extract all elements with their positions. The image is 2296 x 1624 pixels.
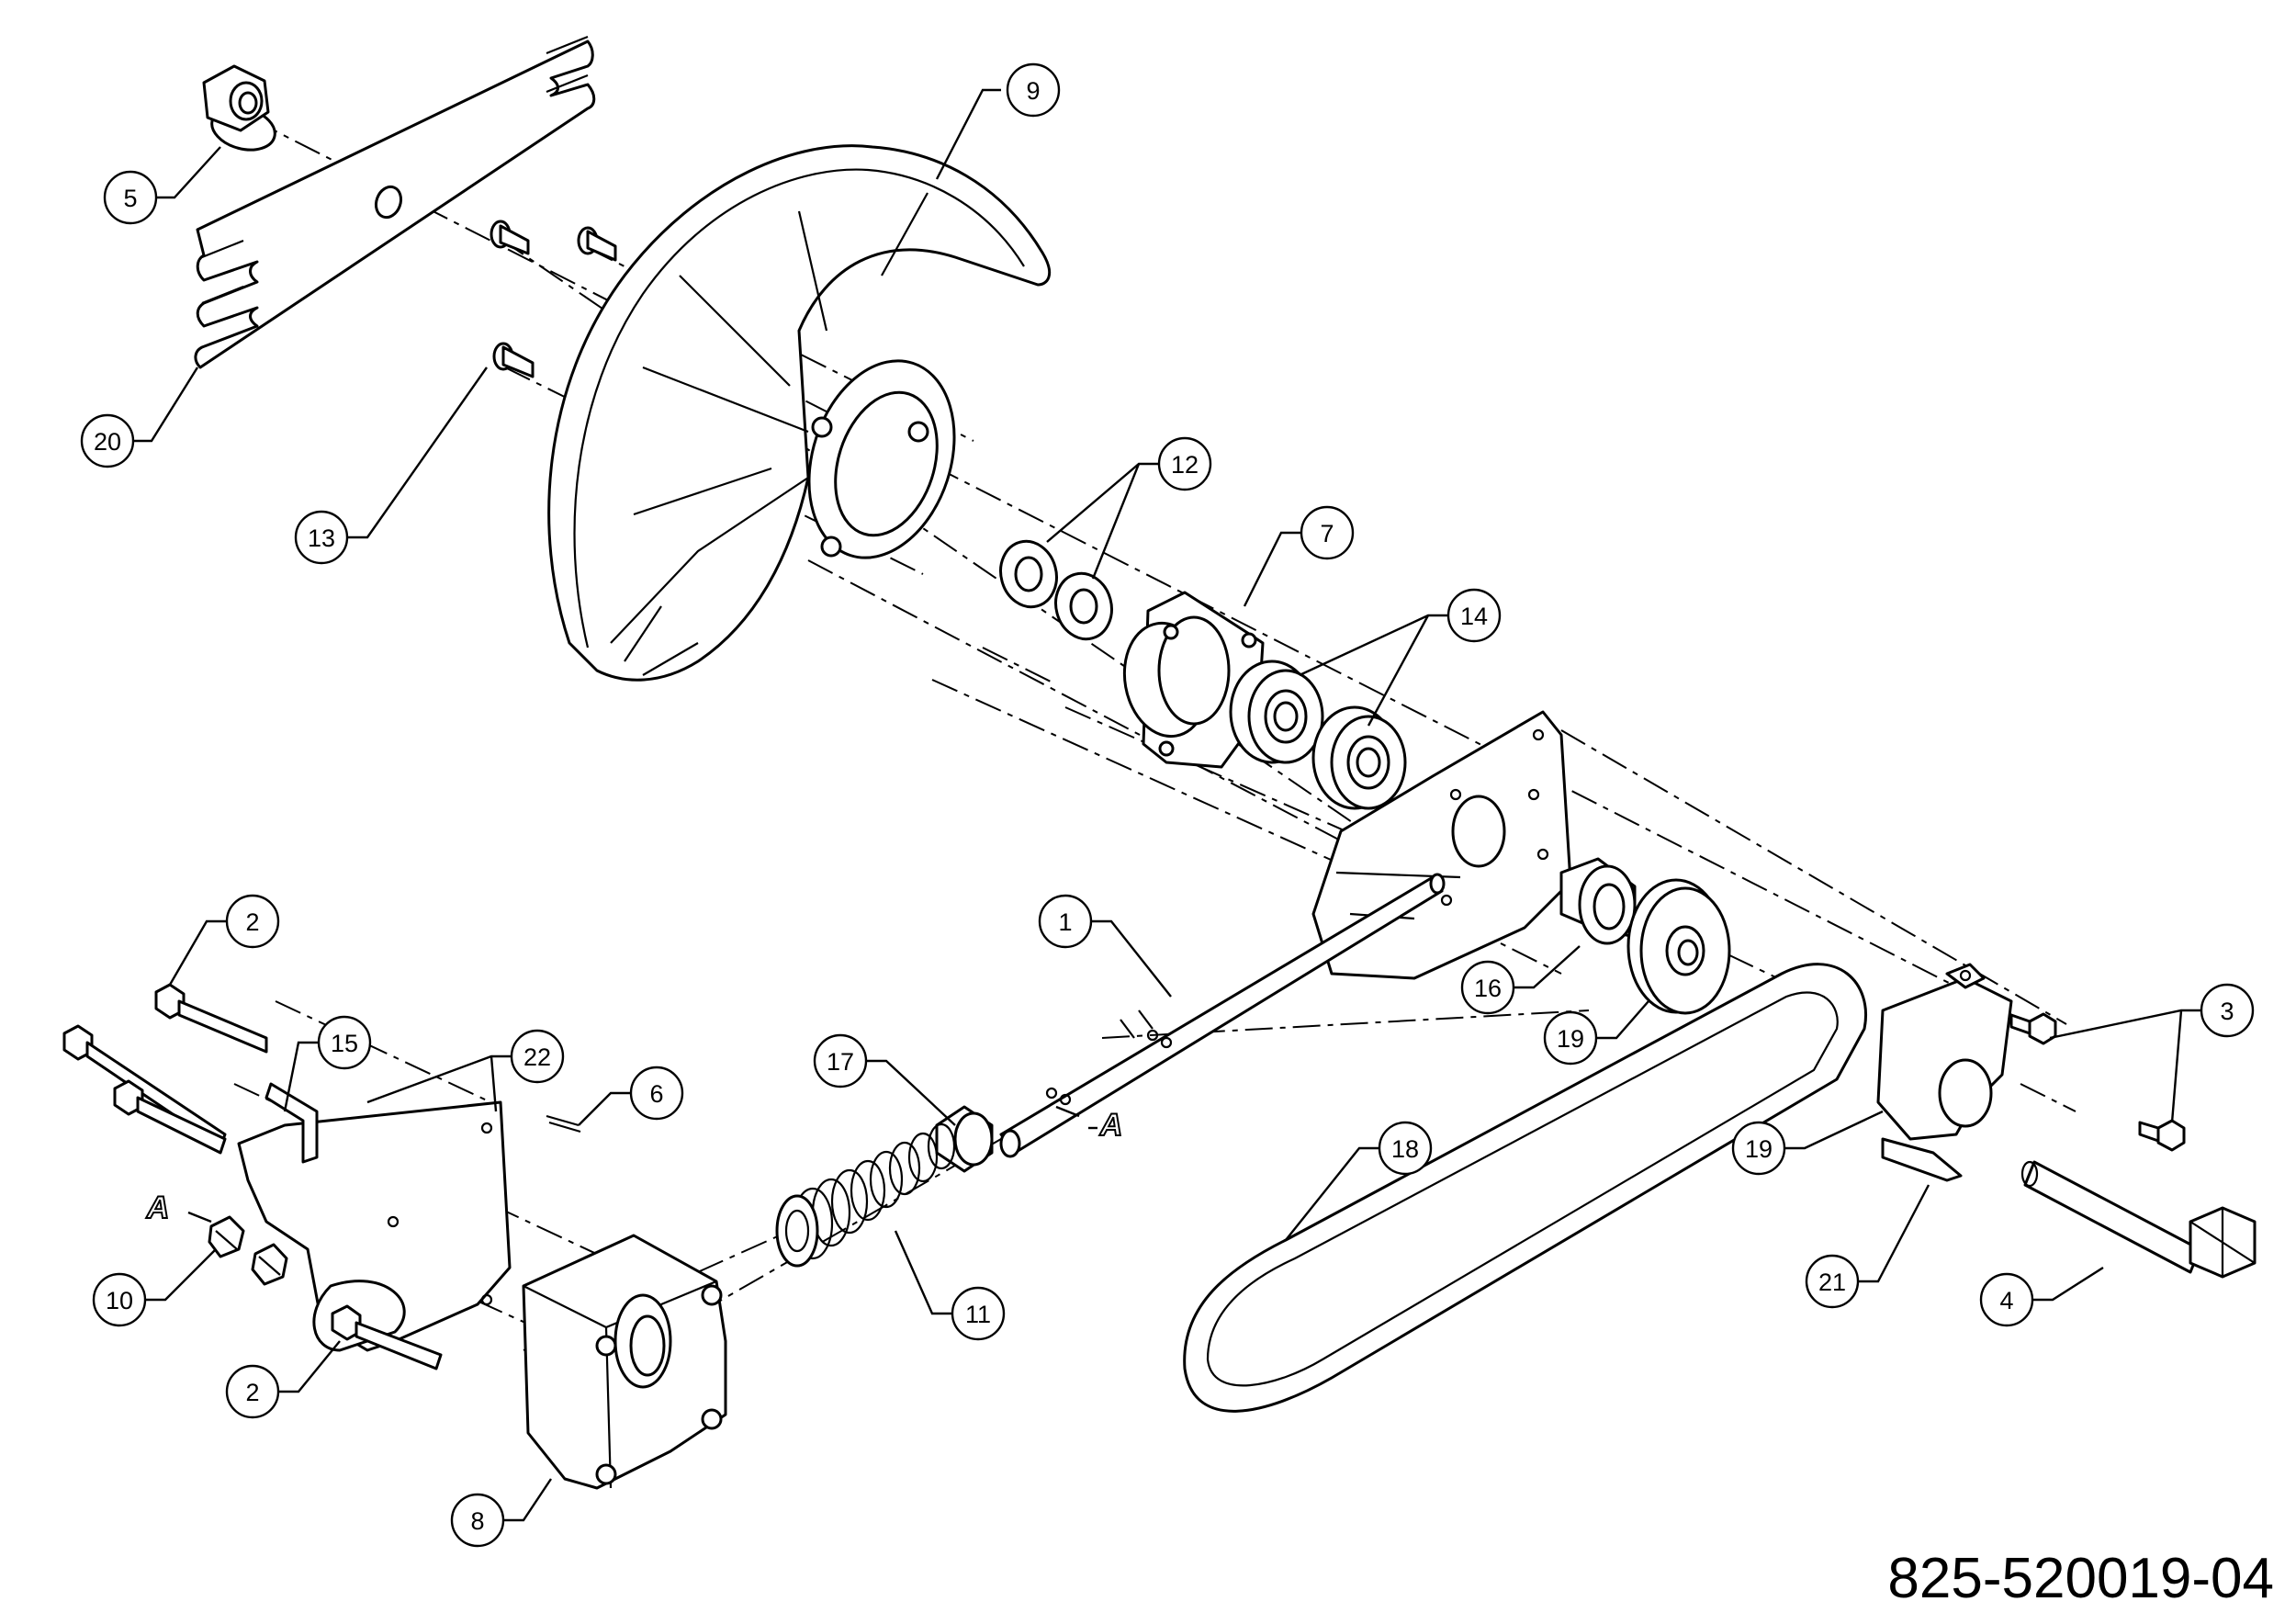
svg-text:5: 5 [123, 185, 137, 212]
svg-text:2: 2 [245, 908, 259, 936]
svg-text:16: 16 [1474, 975, 1502, 1002]
svg-text:1: 1 [1058, 908, 1072, 936]
blade-part-20 [194, 35, 596, 369]
cotter-pin-part-6 [546, 1114, 581, 1133]
bushing-part-16 [1559, 857, 1637, 945]
svg-text:3: 3 [2220, 998, 2234, 1025]
reference-marks: A A [145, 1105, 1123, 1226]
callout-19-upper: 19 [1543, 1010, 1598, 1066]
spacers-part-12 [999, 539, 1113, 641]
svg-text:9: 9 [1026, 77, 1040, 105]
svg-text:20: 20 [94, 428, 121, 456]
callout-13: 13 [294, 510, 349, 565]
callout-2-upper: 2 [225, 894, 280, 949]
spring-cap-part-17 [935, 1105, 994, 1173]
callout-16: 16 [1460, 960, 1515, 1015]
shaft-part-1 [999, 873, 1446, 1158]
belt-guard-part-9 [547, 144, 1052, 682]
callout-18: 18 [1378, 1121, 1433, 1176]
callout-19-lower: 19 [1731, 1121, 1786, 1176]
svg-text:2: 2 [245, 1379, 259, 1406]
callout-2-lower: 2 [225, 1364, 280, 1419]
callout-15: 15 [317, 1015, 372, 1070]
callout-10: 10 [92, 1272, 147, 1327]
callout-14: 14 [1446, 588, 1502, 643]
svg-text:8: 8 [470, 1507, 484, 1535]
drawing-number: 825-520019-04 [1887, 1547, 2274, 1610]
pulley-part-19-upper [1626, 878, 1731, 1015]
callout-1: 1 [1038, 894, 1093, 949]
svg-text:4: 4 [1999, 1287, 2013, 1314]
callout-3: 3 [2200, 983, 2255, 1038]
reference-letter: A [146, 1190, 170, 1225]
reference-mark-a-nuts: A [145, 1190, 212, 1226]
callouts: 9 5 20 13 12 7 14 1 16 19 3 19 21 4 18 1… [80, 62, 2255, 1548]
callout-7: 7 [1300, 505, 1355, 560]
svg-text:12: 12 [1171, 451, 1199, 479]
bearing-housing-part-7 [1122, 591, 1265, 769]
tensioner-block-part-8 [522, 1234, 727, 1490]
svg-text:15: 15 [331, 1030, 358, 1057]
callout-22: 22 [510, 1029, 565, 1084]
flange-nut-part-5 [202, 64, 276, 152]
callout-12: 12 [1157, 436, 1212, 491]
bearings-part-14 [1229, 660, 1407, 810]
bolts-part-2 [62, 983, 443, 1370]
callout-5: 5 [103, 170, 158, 225]
svg-text:11: 11 [965, 1301, 991, 1328]
callout-17: 17 [813, 1033, 868, 1088]
svg-text:14: 14 [1460, 603, 1488, 630]
reference-mark-a-shaft: A [1055, 1105, 1123, 1144]
nuts-part-10 [208, 1215, 288, 1286]
callout-9: 9 [1006, 62, 1061, 118]
svg-text:10: 10 [106, 1287, 133, 1314]
svg-text:6: 6 [649, 1080, 663, 1108]
svg-text:13: 13 [308, 524, 335, 552]
belt-part-18 [1183, 963, 1867, 1413]
svg-text:18: 18 [1391, 1135, 1419, 1163]
callout-6: 6 [629, 1066, 684, 1121]
reference-letter: A [1099, 1108, 1123, 1143]
svg-text:7: 7 [1320, 520, 1334, 547]
callout-21: 21 [1805, 1254, 1860, 1309]
svg-text:21: 21 [1818, 1269, 1846, 1296]
belt-keeper-part-21 [1876, 963, 2013, 1182]
spring-part-11 [775, 1122, 956, 1268]
svg-text:19: 19 [1557, 1025, 1584, 1053]
bolt-part-4 [2020, 1160, 2257, 1279]
leader-lines [129, 88, 2204, 1522]
svg-text:22: 22 [523, 1043, 551, 1071]
shoulder-bolts-part-13 [490, 220, 617, 378]
svg-text:17: 17 [827, 1048, 854, 1076]
callout-8: 8 [450, 1493, 505, 1548]
bolts-part-3 [2009, 1012, 2186, 1152]
callout-20: 20 [80, 413, 135, 468]
callout-4: 4 [1979, 1272, 2034, 1327]
callout-11: 11 [951, 1286, 1006, 1341]
svg-text:19: 19 [1745, 1135, 1773, 1163]
